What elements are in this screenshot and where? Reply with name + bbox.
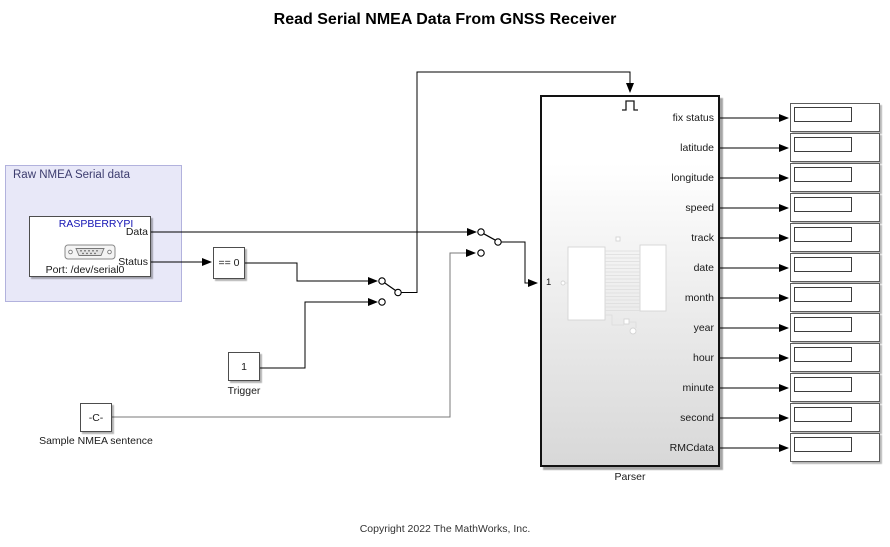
db9-serial-connector-icon [64,244,116,260]
parser-output-wires[interactable] [720,114,789,452]
parser-port-rmcdata: RMCdata [669,442,714,454]
trigger-constant-value: 1 [241,360,247,373]
display-block-minute[interactable] [790,373,880,402]
display-value [794,227,852,242]
pulse-trigger-icon [622,100,638,111]
wire-sample-sentence[interactable] [112,249,476,418]
parser-port-fix-status: fix status [672,112,714,124]
wire-to-parser-trigger[interactable] [400,71,634,293]
display-block-rmcdata[interactable] [790,433,880,462]
wire-compare-out[interactable] [245,262,378,285]
display-value [794,107,852,122]
display-value [794,287,852,302]
wire-trigger-const[interactable] [260,298,378,369]
wire-group[interactable] [150,71,634,369]
area-label: Raw NMEA Serial data [13,169,130,181]
display-block-fix-status[interactable] [790,103,880,132]
display-value [794,407,852,422]
wire-to-parser-in1[interactable] [500,241,538,287]
compare-label: == 0 [218,257,240,269]
display-value [794,317,852,332]
manual-switch-upper[interactable] [477,228,502,257]
display-value [794,377,852,392]
display-value [794,257,852,272]
display-block-second[interactable] [790,403,880,432]
display-block-latitude[interactable] [790,133,880,162]
output-port-label-data: Data [125,226,148,238]
serial-port-path: Port: /dev/serial0 [45,264,125,276]
serial-receive-block[interactable]: RASPBERRYPI Data Status Port: /dev/seria… [29,216,151,277]
copyright-text: Copyright 2022 The MathWorks, Inc. [359,523,531,535]
parser-port-year: year [693,322,714,334]
trigger-constant-block[interactable]: 1 [228,352,260,381]
diagram-title: Read Serial NMEA Data From GNSS Receiver [273,11,617,28]
parser-port-date: date [693,262,714,274]
parser-subsystem-block[interactable]: 1 fix status latitude longitude speed tr… [540,95,720,467]
parser-port-latitude: latitude [680,142,714,154]
parser-port-month: month [684,292,714,304]
display-value [794,437,852,452]
sample-constant-value: -C- [88,411,104,424]
device-name: RASPBERRYPI [58,218,134,230]
display-value [794,197,852,212]
display-block-hour[interactable] [790,343,880,372]
manual-switch-lower[interactable] [378,277,402,306]
display-value [794,137,852,152]
parser-port-longitude: longitude [671,172,714,184]
compare-to-zero-block[interactable]: == 0 [213,247,245,279]
parser-input-port-1: 1 [546,277,552,288]
display-block-year[interactable] [790,313,880,342]
parser-port-second: second [680,412,714,424]
parser-label: Parser [614,471,646,483]
parser-port-minute: minute [682,382,714,394]
sample-sentence-label: Sample NMEA sentence [39,435,153,447]
display-block-month[interactable] [790,283,880,312]
trigger-constant-label: Trigger [227,385,261,397]
output-port-label-status: Status [118,256,148,268]
display-block-longitude[interactable] [790,163,880,192]
parser-port-track: track [691,232,714,244]
parser-port-speed: speed [685,202,714,214]
parser-port-hour: hour [692,352,714,364]
subsystem-contents-thumbnail [560,236,667,335]
display-block-track[interactable] [790,223,880,252]
display-value [794,167,852,182]
display-block-speed[interactable] [790,193,880,222]
display-value [794,347,852,362]
sample-sentence-constant-block[interactable]: -C- [80,403,112,432]
display-block-date[interactable] [790,253,880,282]
